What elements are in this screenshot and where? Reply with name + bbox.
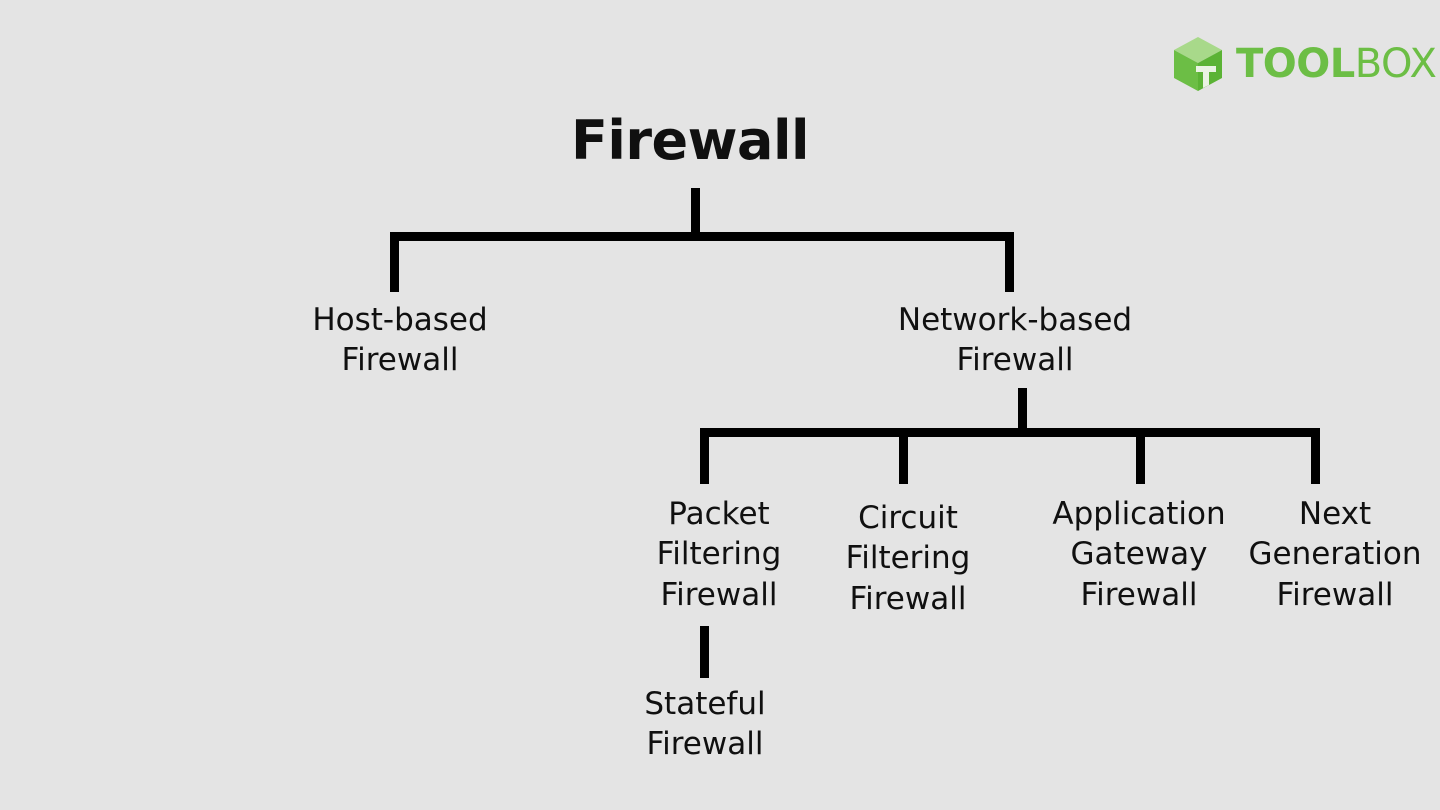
node-firewall-root: Firewall <box>571 109 810 172</box>
connector-stateful-stem <box>700 626 709 678</box>
connector-level2-drop-2 <box>899 428 908 484</box>
connector-level1-bar <box>390 232 1014 241</box>
node-host-based-firewall: Host-based Firewall <box>312 302 488 379</box>
brand-word-primary: TOOL <box>1236 41 1355 87</box>
connector-root-stem <box>691 188 700 238</box>
connector-level1-drop-left <box>390 232 399 292</box>
node-network-based-firewall: Network-based Firewall <box>897 302 1133 379</box>
node-next-generation-firewall: Next Generation Firewall <box>1248 496 1422 613</box>
brand-word-secondary: BOX <box>1354 41 1437 87</box>
connector-level2-bar <box>700 428 1320 437</box>
connector-level1-drop-right <box>1005 232 1014 292</box>
connector-level2-drop-3 <box>1136 428 1145 484</box>
connector-network-stem <box>1018 388 1027 432</box>
node-packet-filtering-firewall: Packet Filtering Firewall <box>656 496 782 613</box>
node-stateful-firewall: Stateful Firewall <box>644 686 766 763</box>
node-circuit-filtering-firewall: Circuit Filtering Firewall <box>845 500 971 617</box>
node-application-gateway-firewall: Application Gateway Firewall <box>1052 496 1226 613</box>
connector-level2-drop-4 <box>1311 428 1320 484</box>
brand-logo: TOOLBOX <box>1172 36 1437 92</box>
brand-wordmark: TOOLBOX <box>1236 41 1437 87</box>
connector-level2-drop-1 <box>700 428 709 484</box>
cube-box-icon <box>1172 36 1224 92</box>
